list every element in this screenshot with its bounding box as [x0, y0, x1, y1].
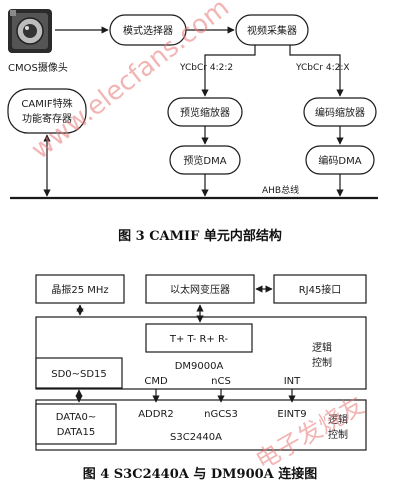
crystal-box: [35, 274, 125, 304]
codec-dma-label: 编码DMA: [318, 154, 361, 167]
sd-bus-box: [35, 357, 123, 389]
data-bus-line2: DATA15: [57, 427, 96, 438]
camif-register-box: [7, 88, 87, 134]
camera-label: CMOS摄像头: [8, 61, 68, 74]
arrow-capture-to-codec: [289, 45, 344, 97]
preview-dma-label: 预览DMA: [183, 154, 226, 167]
mode-selector-label: 模式选择器: [123, 24, 173, 37]
figure-4: 晶振25 MHz 以太网变压器 RJ45接口 T+ T- R+ R- DM900…: [35, 274, 367, 482]
dm9000a-pins-box: [145, 323, 253, 353]
signal-ncs-label: nCS: [211, 376, 231, 387]
arrow-capture-to-preview: [201, 45, 256, 97]
rj45-box: [273, 274, 367, 304]
dm9000a-label: DM9000A: [175, 361, 224, 372]
figure-3-caption: 图 3 CAMIF 单元内部结构: [118, 228, 282, 244]
camif-register-line2: 功能寄存器: [22, 112, 72, 125]
camera-icon: [8, 9, 52, 53]
video-capture-label: 视频采集器: [247, 24, 297, 37]
eint9-label: EINT9: [277, 409, 306, 420]
signal-cmd-label: CMD: [144, 376, 168, 387]
crystal-label: 晶振25 MHz: [51, 283, 108, 296]
transformer-box: [145, 274, 255, 304]
logic-control-1-line2: 控制: [312, 356, 332, 369]
ahb-bus-label: AHB总线: [262, 184, 299, 196]
s3c2440a-label: S3C2440A: [170, 432, 222, 443]
sd-bus-label: SD0~SD15: [51, 369, 107, 380]
figure-3: CMOS摄像头 模式选择器 视频采集器 YCbCr 4:2:2 YCbCr 4:…: [7, 9, 378, 244]
logic-control-1-line1: 逻辑: [312, 341, 332, 354]
data-bus-box: [35, 403, 117, 445]
camif-register-line1: CAMIF特殊: [21, 97, 72, 110]
logic-control-2-line2: 控制: [328, 428, 348, 441]
rj45-label: RJ45接口: [299, 283, 342, 296]
codec-scaler-label: 编码缩放器: [315, 106, 365, 119]
format-codec-label: YCbCr 4:2:X: [295, 63, 350, 73]
dm9000a-pins-label: T+ T- R+ R-: [169, 334, 229, 345]
data-bus-line1: DATA0~: [56, 412, 97, 423]
signal-int-label: INT: [284, 376, 301, 387]
figure-4-caption: 图 4 S3C2440A 与 DM900A 连接图: [83, 466, 318, 482]
preview-scaler-label: 预览缩放器: [180, 106, 230, 119]
format-preview-label: YCbCr 4:2:2: [179, 63, 233, 73]
video-capture-box: [235, 14, 309, 46]
transformer-label: 以太网变压器: [170, 283, 230, 296]
addr2-label: ADDR2: [138, 409, 174, 420]
ngcs3-label: nGCS3: [204, 409, 238, 420]
logic-control-2-line1: 逻辑: [328, 413, 348, 426]
